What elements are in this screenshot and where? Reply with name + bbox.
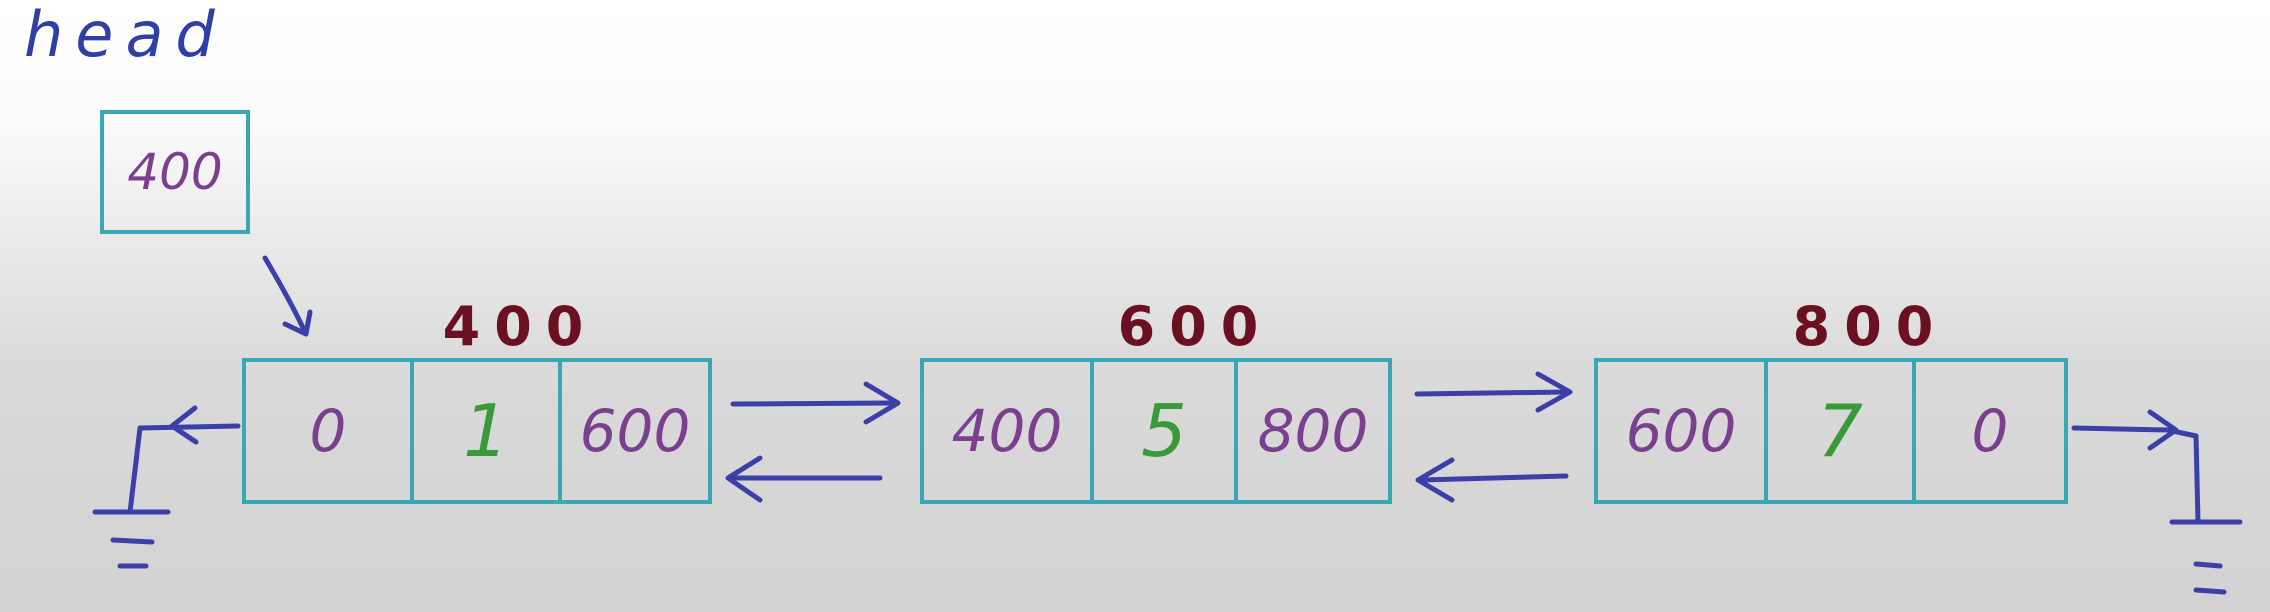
node-1-prev-null-arrow (127, 405, 241, 515)
node-3-prev-field: 600 (1598, 362, 1768, 500)
node-2-to-node-3-arrow (1414, 371, 1573, 413)
node-1-prev-field: 0 (246, 362, 414, 500)
node-1-address: 400 (442, 295, 598, 358)
ground-left-icon (92, 509, 171, 569)
node-2-data-field: 5 (1094, 362, 1238, 500)
node-2-to-node-1-arrow (725, 455, 883, 503)
node-3-next-field: 0 (1971, 397, 2009, 465)
node-2-address: 600 (1117, 295, 1273, 358)
node-3-data-field: 7 (1768, 362, 1916, 500)
node-3-address: 800 (1792, 295, 1948, 358)
node-3: 600 7 0 (1594, 358, 2068, 504)
head-to-node-1-arrow (262, 255, 313, 337)
node-3-to-node-2-arrow (1415, 457, 1569, 503)
head-label: head (24, 0, 227, 71)
node-1: 0 1 600 (242, 358, 712, 504)
node-1-next-field: 600 (579, 397, 691, 465)
node-2-next-field: 800 (1257, 397, 1369, 465)
node-1-to-node-2-arrow (730, 381, 901, 425)
node-2: 400 5 800 (920, 358, 1392, 504)
node-3-next-null-arrow (2071, 409, 2201, 525)
node-2-prev-field: 400 (924, 362, 1094, 500)
head-pointer-box: 400 (100, 110, 250, 234)
node-1-data-field: 1 (414, 362, 562, 500)
ground-right-icon (2169, 519, 2243, 595)
